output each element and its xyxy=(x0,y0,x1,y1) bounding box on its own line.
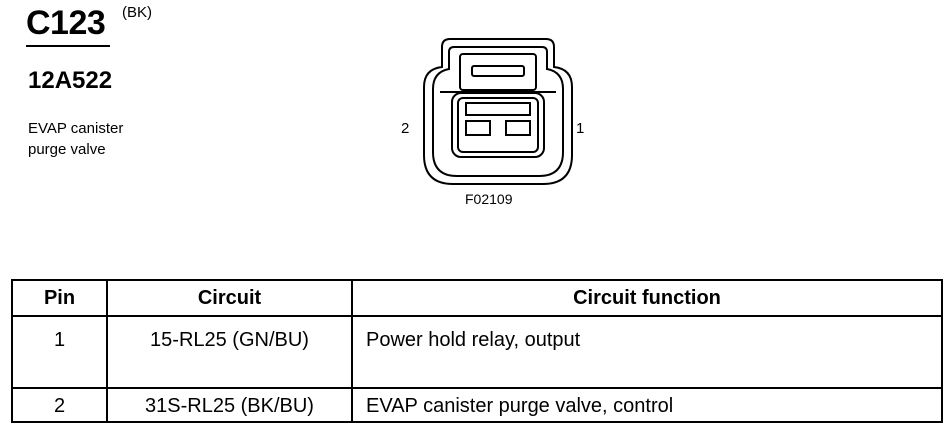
pinout-table: Pin Circuit Circuit function 1 15-RL25 (… xyxy=(11,279,943,423)
title-underline xyxy=(26,45,110,47)
cell-circuit: 31S-RL25 (BK/BU) xyxy=(106,387,353,423)
table-header-row: Pin Circuit Circuit function xyxy=(11,279,943,317)
locking-latch xyxy=(459,53,537,91)
cell-pin: 1 xyxy=(11,315,108,389)
part-number: 12A522 xyxy=(28,67,113,94)
cell-circuit: 15-RL25 (GN/BU) xyxy=(106,315,353,389)
connector-inner-housing xyxy=(432,46,564,177)
terminal-pin-1 xyxy=(505,120,531,136)
header-circuit-function: Circuit function xyxy=(351,279,943,317)
component-description-line-1: EVAP canister xyxy=(28,120,124,137)
terminal-pin-2 xyxy=(465,120,491,136)
terminal-label-bar xyxy=(465,102,531,116)
pin-1-label: 1 xyxy=(576,120,585,137)
connector-outer-housing xyxy=(423,38,573,185)
cell-pin: 2 xyxy=(11,387,108,423)
terminal-cavity-inner xyxy=(457,97,539,153)
header-circuit: Circuit xyxy=(106,279,353,317)
terminal-cavity xyxy=(451,92,545,158)
connector-face-icon xyxy=(423,38,573,185)
table-row: 2 31S-RL25 (BK/BU) EVAP canister purge v… xyxy=(11,387,943,423)
component-description: EVAP canister purge valve xyxy=(28,118,188,160)
pin-2-label: 2 xyxy=(401,120,410,137)
locking-latch-slot xyxy=(471,65,525,77)
connector-id: C123 xyxy=(26,4,106,42)
connector-color-code: (BK) xyxy=(122,4,152,21)
table-row: 1 15-RL25 (GN/BU) Power hold relay, outp… xyxy=(11,315,943,389)
cell-circuit-function: Power hold relay, output xyxy=(351,315,943,389)
component-description-line-2: purge valve xyxy=(28,141,106,158)
cell-circuit-function: EVAP canister purge valve, control xyxy=(351,387,943,423)
figure-id: F02109 xyxy=(465,191,513,207)
header-pin: Pin xyxy=(11,279,108,317)
